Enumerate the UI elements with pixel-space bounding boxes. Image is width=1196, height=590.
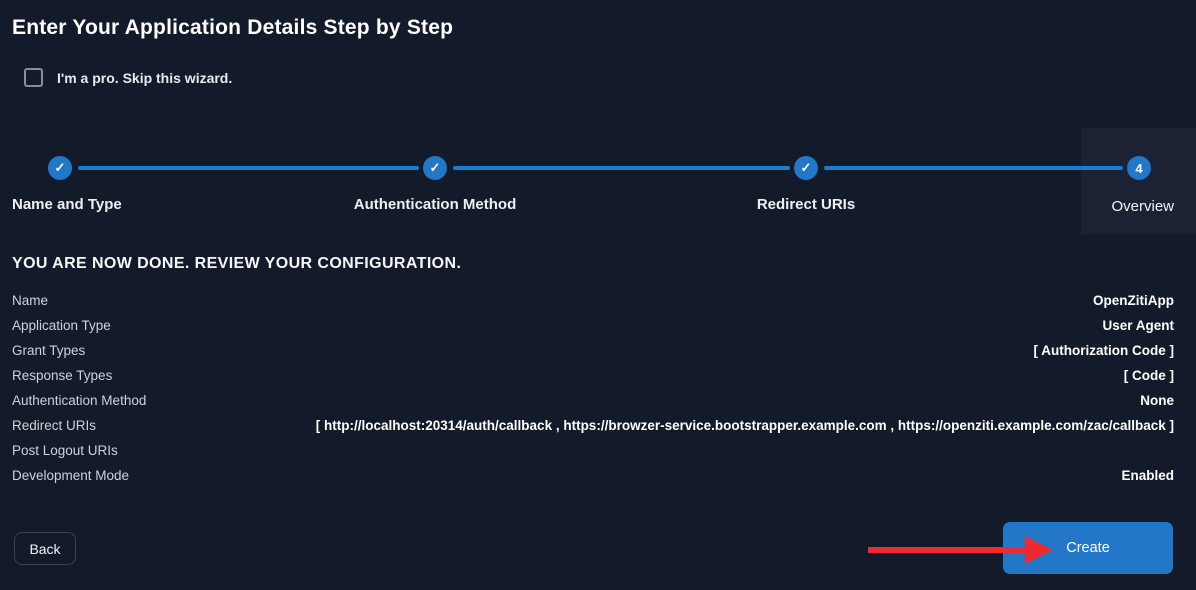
review-row-redirect-uris: Redirect URIs [ http://localhost:20314/a… xyxy=(12,413,1174,438)
step-label-authentication-method: Authentication Method xyxy=(353,196,517,213)
review-row-grant-types: Grant Types [ Authorization Code ] xyxy=(12,338,1174,363)
step-label-redirect-uris: Redirect URIs xyxy=(756,196,856,213)
review-row-post-logout-uris: Post Logout URIs xyxy=(12,438,1174,463)
review-heading: YOU ARE NOW DONE. REVIEW YOUR CONFIGURAT… xyxy=(12,255,462,272)
step-label-name-and-type: Name and Type xyxy=(12,196,122,213)
stepper-connector xyxy=(453,166,790,170)
stepper-connector xyxy=(824,166,1123,170)
row-value: None xyxy=(1140,393,1174,408)
review-row-authentication-method: Authentication Method None xyxy=(12,388,1174,413)
review-row-application-type: Application Type User Agent xyxy=(12,313,1174,338)
check-icon: ✓ xyxy=(54,160,66,175)
skip-wizard-row[interactable]: I'm a pro. Skip this wizard. xyxy=(24,68,232,87)
row-label: Authentication Method xyxy=(12,393,147,408)
row-label: Development Mode xyxy=(12,468,130,483)
row-label: Post Logout URIs xyxy=(12,443,118,458)
row-label: Response Types xyxy=(12,368,113,383)
step-3-complete-icon[interactable]: ✓ xyxy=(794,156,818,180)
row-label: Grant Types xyxy=(12,343,86,358)
row-label: Name xyxy=(12,293,49,308)
step-4-number-icon[interactable]: 4 xyxy=(1127,156,1151,180)
row-value: Enabled xyxy=(1121,468,1174,483)
skip-wizard-checkbox[interactable] xyxy=(24,68,43,87)
check-icon: ✓ xyxy=(429,160,441,175)
step-2-complete-icon[interactable]: ✓ xyxy=(423,156,447,180)
row-value: OpenZitiApp xyxy=(1093,293,1174,308)
stepper-connector xyxy=(78,166,419,170)
review-row-name: Name OpenZitiApp xyxy=(12,288,1174,313)
row-label: Redirect URIs xyxy=(12,418,97,433)
review-row-development-mode: Development Mode Enabled xyxy=(12,463,1174,488)
skip-wizard-label: I'm a pro. Skip this wizard. xyxy=(57,69,233,86)
configuration-summary: Name OpenZitiApp Application Type User A… xyxy=(12,288,1174,488)
step-1-complete-icon[interactable]: ✓ xyxy=(48,156,72,180)
current-step-highlight xyxy=(1081,128,1196,234)
step-label-overview: Overview xyxy=(1111,198,1174,215)
row-value: User Agent xyxy=(1102,318,1174,333)
back-button[interactable]: Back xyxy=(14,532,76,565)
row-value: [ Authorization Code ] xyxy=(1033,343,1174,358)
wizard-stepper: ✓ ✓ ✓ 4 Name and Type Authentication Met… xyxy=(0,128,1196,234)
row-value: [ http://localhost:20314/auth/callback ,… xyxy=(315,418,1174,433)
check-icon: ✓ xyxy=(800,160,812,175)
create-button[interactable]: Create xyxy=(1003,522,1173,574)
page-title: Enter Your Application Details Step by S… xyxy=(12,16,454,39)
row-value: [ Code ] xyxy=(1123,368,1174,383)
step-number: 4 xyxy=(1135,160,1143,176)
review-row-response-types: Response Types [ Code ] xyxy=(12,363,1174,388)
row-label: Application Type xyxy=(12,318,111,333)
